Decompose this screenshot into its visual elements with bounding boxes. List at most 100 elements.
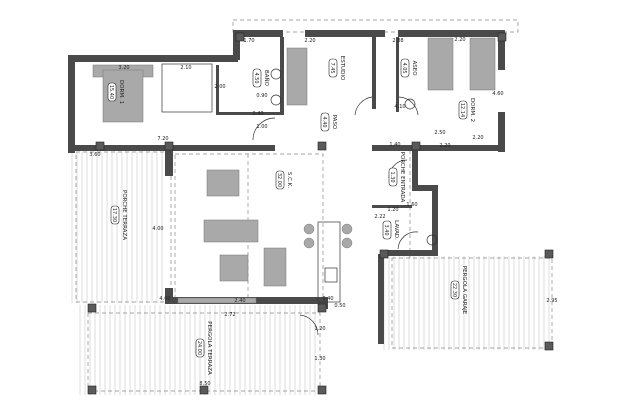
room-label: LAVAD.3.40 bbox=[382, 220, 399, 240]
dimension-label: 4.00 bbox=[159, 296, 170, 302]
room-name: PASO bbox=[331, 115, 337, 130]
dimension-label: 1.20 bbox=[387, 207, 398, 213]
room-area: 22.30 bbox=[451, 283, 457, 297]
room-area: 15.40 bbox=[108, 85, 114, 99]
room-name: DORM. 2 bbox=[469, 98, 475, 122]
room-area: 4.40 bbox=[321, 116, 327, 127]
furniture bbox=[92, 37, 496, 304]
room-area: 12.14 bbox=[459, 103, 465, 117]
dimension-label: 2.95 bbox=[546, 298, 557, 304]
dimension-label: 2.20 bbox=[439, 143, 450, 149]
dimension-label: 4.00 bbox=[152, 226, 163, 232]
wardrobe bbox=[161, 63, 213, 113]
dimension-label: 3.20 bbox=[118, 65, 129, 71]
dimension-label: 2.40 bbox=[234, 298, 245, 304]
dimension-label: 0.50 bbox=[334, 303, 345, 309]
dimension-label: 2.50 bbox=[434, 130, 445, 136]
area-badge bbox=[252, 68, 262, 88]
room-label: PASO 4.40 bbox=[320, 112, 337, 132]
dimension-label: 8.50 bbox=[199, 381, 210, 387]
room-name: ASEO bbox=[411, 60, 417, 76]
room-label: S.C.K. 32.00 bbox=[275, 170, 292, 190]
area-badge bbox=[400, 58, 410, 78]
dimension-label: 4.10 bbox=[394, 104, 405, 110]
sofa bbox=[203, 219, 259, 243]
room-name: PERGOLA GARAJE bbox=[461, 266, 467, 315]
room-area: 17.30 bbox=[111, 208, 117, 222]
porch-terrace-slats bbox=[71, 152, 163, 303]
room-label: BAÑO 4.50 bbox=[252, 68, 270, 88]
pergola-terrace-slats bbox=[79, 305, 316, 395]
dimension-label: 2.20 bbox=[472, 135, 483, 141]
dimension-label: 1.60 bbox=[406, 202, 417, 208]
sink bbox=[270, 68, 282, 80]
dimension-label: 0.40 bbox=[322, 296, 333, 302]
room-name: PERGOLA TERRAZA bbox=[206, 321, 212, 375]
toilet-3 bbox=[426, 234, 438, 246]
area-badge bbox=[458, 100, 468, 120]
room-name: LAVAD. bbox=[393, 220, 399, 240]
dimension-label: 2.10 bbox=[180, 65, 191, 71]
room-area: 32.00 bbox=[276, 173, 282, 187]
dimension-label: 0.90 bbox=[256, 93, 267, 99]
room-area: 7.45 bbox=[329, 62, 335, 73]
dimension-label: 1.40 bbox=[389, 142, 400, 148]
room-label: PERGOLA TERRAZA 24.00 bbox=[195, 321, 212, 375]
room-name: DORM. 1 bbox=[118, 80, 124, 104]
room-label: ASEO 4.05 bbox=[400, 58, 417, 78]
room-label: DORM. 2 12.14 bbox=[458, 98, 475, 122]
area-badge bbox=[110, 205, 120, 225]
room-area: 24.00 bbox=[196, 341, 202, 355]
dimension-label: 2.20 bbox=[304, 38, 315, 44]
dimension-label: 3.60 bbox=[89, 152, 100, 158]
columns bbox=[87, 32, 554, 395]
armchair bbox=[219, 254, 249, 282]
sofa-bed bbox=[286, 47, 308, 106]
dimension-label: 2.20 bbox=[454, 37, 465, 43]
dimension-label: 2.40 bbox=[252, 111, 263, 117]
room-label: DORM. 1 15.40 bbox=[107, 80, 124, 104]
dimension-label: 2.72 bbox=[224, 312, 235, 318]
dimension-label: 2.88 bbox=[392, 38, 403, 44]
room-area: 4.05 bbox=[401, 62, 407, 73]
dimension-label: 2.22 bbox=[374, 214, 385, 220]
room-name: PORCHE ENTRADA bbox=[399, 152, 405, 203]
kitchen-island bbox=[317, 221, 341, 303]
cooktop bbox=[324, 267, 338, 283]
room-area: 1.30 bbox=[389, 171, 395, 182]
area-badge bbox=[328, 58, 338, 78]
toilet-2 bbox=[404, 98, 416, 110]
room-label: ESTUDIO 7.45 bbox=[328, 56, 345, 81]
dimension-label: 1.70 bbox=[243, 38, 254, 44]
area-badge bbox=[195, 338, 205, 358]
room-labels: DORM. 1 15.40 BAÑO 4.50 ESTUDIO 7.45 ASEO 4.05D… bbox=[107, 56, 475, 375]
dimension-label: 4.60 bbox=[492, 91, 503, 97]
room-label: PERGOLA GARAJE 22.30 bbox=[450, 266, 467, 315]
single-bed-1 bbox=[427, 37, 454, 91]
area-badge bbox=[450, 280, 460, 300]
dimension-label: 1.30 bbox=[314, 356, 325, 362]
single-bed-2 bbox=[469, 37, 496, 91]
room-label: PORCHE ENTRADA 1.30 bbox=[388, 152, 405, 203]
room-name: PORCHE TERRAZA bbox=[121, 190, 127, 240]
dimension-labels: 3.20 2.10 1.70 2.20 0.90 2.00 2.40 1.00 7.20 3.60… bbox=[89, 37, 557, 387]
area-badge bbox=[275, 170, 285, 190]
dimension-label: 1.00 bbox=[256, 124, 267, 130]
area-badge bbox=[388, 167, 398, 187]
dimension-label: 1.20 bbox=[314, 326, 325, 332]
area-badge bbox=[107, 82, 117, 102]
armchair-2 bbox=[263, 247, 287, 287]
pergola-garage-slats bbox=[383, 256, 550, 350]
toilet bbox=[270, 94, 282, 106]
room-name: ESTUDIO bbox=[339, 56, 345, 81]
dining-table bbox=[206, 169, 240, 197]
room-area: 4.50 bbox=[253, 72, 259, 83]
dimension-label: 7.20 bbox=[157, 136, 168, 142]
area-badge bbox=[320, 112, 330, 132]
room-name: BAÑO bbox=[263, 70, 270, 87]
area-badge bbox=[382, 220, 392, 240]
dimension-label: 2.00 bbox=[214, 84, 225, 90]
room-name: S.C.K. bbox=[286, 172, 292, 188]
room-label: PORCHE TERRAZA 17.30 bbox=[110, 190, 127, 240]
